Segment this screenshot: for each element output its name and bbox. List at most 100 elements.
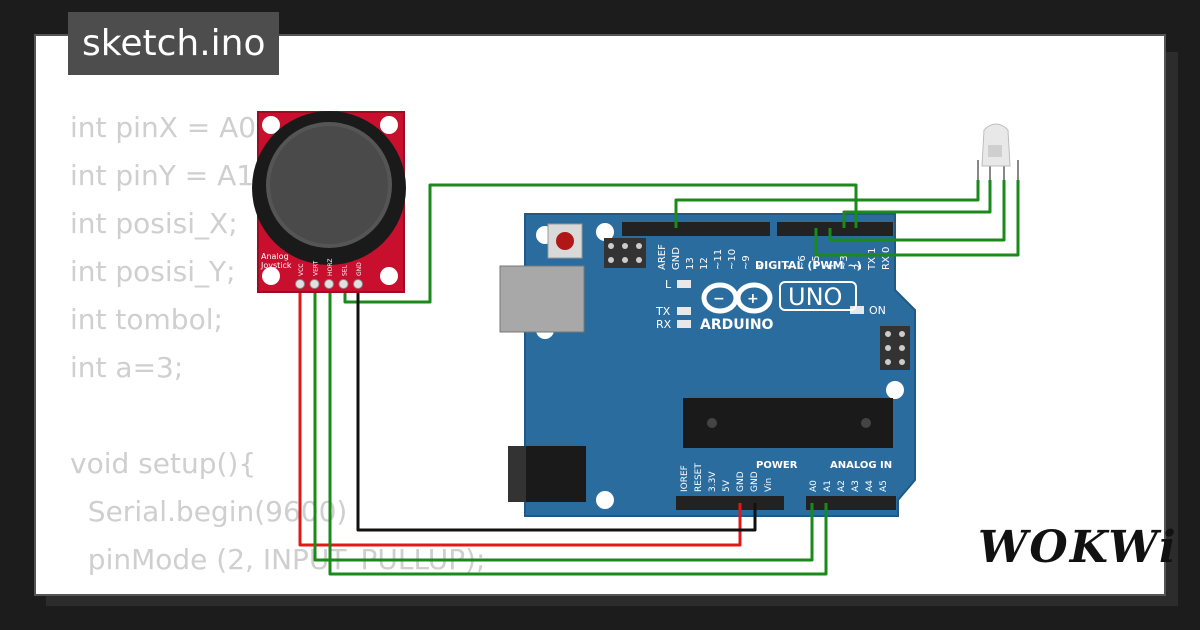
digital-pin-label: 2 xyxy=(853,264,864,270)
svg-text:−: − xyxy=(713,291,725,307)
joystick-pin-label: VCC xyxy=(298,264,305,276)
joystick-pin[interactable] xyxy=(324,279,334,289)
analog-pin-labels: A0 A1 A2 A3 A4 A5 xyxy=(809,480,889,492)
wire-led-gnd xyxy=(674,180,980,228)
wires xyxy=(298,180,1020,576)
power-pin-label: Vin xyxy=(764,478,774,492)
power-pin-labels: IOREF RESET 3.3V 5V GND GND Vin xyxy=(680,463,774,492)
digital-pin-label: ~5 xyxy=(811,255,822,270)
analog-pin-label: A0 xyxy=(809,480,819,492)
code-line: Serial.begin(9600) xyxy=(70,495,348,528)
led-tx-label: TX xyxy=(655,305,671,318)
power-label: POWER xyxy=(756,460,798,471)
analog-joystick[interactable]: Analog Joystick VCC VERT HORZ SEL GND xyxy=(252,111,406,293)
frame-shadow-right xyxy=(1166,52,1178,604)
power-pin-label: GND xyxy=(750,471,760,492)
joystick-pin[interactable] xyxy=(338,279,349,289)
digital-pin-label: ~11 xyxy=(713,249,724,270)
wire-led-b xyxy=(814,180,1020,257)
analog-label: ANALOG IN xyxy=(830,460,892,471)
code-line: int tombol; xyxy=(70,303,223,336)
atmega-chip xyxy=(683,398,893,448)
digital-pin-label: AREF xyxy=(657,244,668,270)
joystick-pin-label: VERT xyxy=(313,260,320,276)
joystick-pin[interactable] xyxy=(295,279,305,289)
power-pin-label: GND xyxy=(736,471,746,492)
analog-pin-label: A3 xyxy=(851,480,861,492)
wire-vcc-5v xyxy=(298,284,742,547)
analog-pin-label: A4 xyxy=(865,480,875,492)
led-l-label: L xyxy=(665,278,672,291)
power-pin-label: 5V xyxy=(722,479,732,492)
digital-pin-label: RX 0 xyxy=(881,247,892,270)
digital-label: DIGITAL (PWM ~) xyxy=(755,259,862,272)
board-model: UNO xyxy=(788,283,842,311)
arduino-uno-board[interactable]: L TX RX ON − + UNO ARDUINO DIGITAL (PWM … xyxy=(499,213,916,517)
code-line: int posisi_X; xyxy=(70,207,238,240)
code-line: int pinY = A1 xyxy=(70,159,255,192)
digital-pin-label: ~10 xyxy=(727,249,738,270)
joystick-pin-label: HORZ xyxy=(327,258,334,276)
analog-pin-label: A5 xyxy=(879,480,889,492)
wokwi-logo: WOKWi xyxy=(978,522,1178,573)
analog-pin-label: A1 xyxy=(823,480,833,492)
led-l xyxy=(677,280,691,288)
analog-pin-label: A2 xyxy=(837,480,847,492)
led-rx xyxy=(677,320,691,328)
led-on xyxy=(850,306,864,314)
led-tx xyxy=(677,307,691,315)
digital-pin-label: ~9 xyxy=(741,255,752,270)
digital-header-right xyxy=(777,222,893,236)
analog-header xyxy=(806,496,896,510)
icsp-header xyxy=(604,238,646,268)
mount-hole xyxy=(596,223,614,241)
icsp-header-2 xyxy=(880,326,910,370)
joystick-pin-label: SEL xyxy=(342,264,349,276)
power-pin-label: RESET xyxy=(694,463,704,492)
power-pin-label: IOREF xyxy=(680,465,690,492)
file-title-tab: sketch.ino xyxy=(68,12,280,75)
digital-pin-label: 13 xyxy=(685,257,696,270)
svg-text:+: + xyxy=(747,291,759,307)
mount-hole xyxy=(596,491,614,509)
digital-pin-label: 4 xyxy=(825,264,836,270)
digital-header-left xyxy=(622,222,770,236)
wire-vert-a0 xyxy=(313,284,814,562)
rgb-led[interactable] xyxy=(977,123,1019,180)
digital-pin-label: 12 xyxy=(699,257,710,270)
digital-pin-label: ~3 xyxy=(839,255,850,270)
digital-pin-label: GND xyxy=(671,247,682,270)
joystick-pin-label: GND xyxy=(356,262,363,276)
led-rx-label: RX xyxy=(656,318,672,331)
board-brand: ARDUINO xyxy=(700,317,774,333)
code-line: int a=3; xyxy=(70,351,184,384)
joystick-label-2: Joystick xyxy=(260,261,292,270)
digital-pin-label: ~6 xyxy=(797,255,808,270)
wire-sel-d2 xyxy=(343,183,858,304)
digital-pin-label: 8 xyxy=(755,264,766,270)
led-on-label: ON xyxy=(869,304,886,317)
usb-connector xyxy=(499,265,585,333)
code-line: for (int a = 3; a <= 5; a++) xyxy=(70,584,485,594)
digital-pin-label: TX 1 xyxy=(867,248,878,272)
arduino-logo-icon: − + xyxy=(701,282,773,314)
mount-hole xyxy=(886,381,904,399)
wire-gnd-gnd xyxy=(356,284,757,532)
joystick-label-1: Analog xyxy=(261,252,289,261)
power-pin-label: 3.3V xyxy=(708,471,718,492)
reset-button-cap[interactable] xyxy=(556,232,574,250)
wire-led-r xyxy=(842,180,992,228)
wire-led-g xyxy=(828,180,1006,242)
code-line: int pinX = A0 xyxy=(70,111,257,144)
uno-badge xyxy=(779,281,857,311)
joystick-pins: VCC VERT HORZ SEL GND xyxy=(295,258,363,289)
code-line: void setup(){ xyxy=(70,447,257,480)
joystick-pin[interactable] xyxy=(309,279,320,289)
power-header xyxy=(676,496,784,510)
code-line: int posisi_Y; xyxy=(70,255,236,288)
frame-shadow-bottom xyxy=(46,596,1178,606)
digital-pin-label: 7 xyxy=(783,264,794,270)
joystick-pin[interactable] xyxy=(353,279,363,289)
